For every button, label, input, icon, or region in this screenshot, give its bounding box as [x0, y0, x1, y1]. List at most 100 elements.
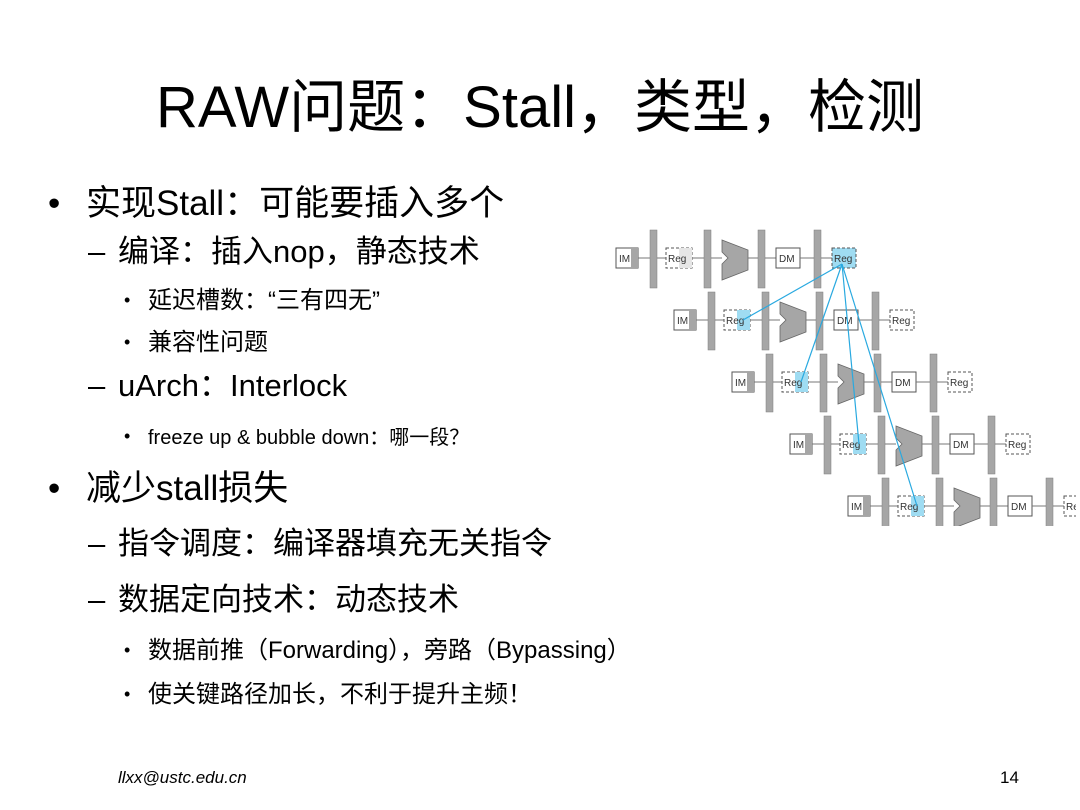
alu-shape [837, 363, 865, 405]
alu-shape [721, 239, 749, 281]
bullet-marker: • [124, 684, 131, 704]
im-label: IM [677, 316, 688, 327]
reg-label: Reg [900, 502, 918, 513]
reg-writeback-box [1063, 495, 1076, 517]
bullet-1-2-1: • freeze up & bubble down：哪一段？ [124, 422, 469, 452]
dependency-line [841, 263, 918, 507]
reg-read-half [679, 248, 692, 268]
pipeline-register-bar [761, 291, 770, 351]
pipeline-register-bar [815, 291, 824, 351]
im-label: IM [851, 502, 862, 513]
bullet-text: uArch：Interlock [118, 368, 348, 403]
reg-writeback-box [1005, 433, 1031, 455]
im-shade [863, 496, 870, 516]
pipeline-register-bar [873, 353, 882, 413]
bullet-text: 指令调度：编译器填充无关指令 [118, 526, 552, 561]
reg-writeback-label: Reg [1066, 502, 1076, 513]
pipeline-register-bar [765, 353, 774, 413]
dm-label: DM [953, 440, 969, 451]
bullet-text: 数据前推（Forwarding），旁路（Bypassing） [148, 637, 631, 664]
bullet-text: 实现Stall：可能要插入多个 [86, 184, 505, 223]
alu-shape [779, 301, 807, 343]
reg-label: Reg [668, 254, 686, 265]
pipeline-register-bar [707, 291, 716, 351]
bullet-1-1-2: • 兼容性问题 [124, 326, 268, 359]
pipeline-register-bar [1045, 477, 1054, 526]
page-number: 14 [1000, 768, 1019, 787]
bullet-text: freeze up & bubble down：哪一段？ [148, 427, 470, 449]
pipeline-register-bar [813, 229, 822, 289]
bullet-2-1: –指令调度：编译器填充无关指令 [88, 524, 552, 564]
bullet-marker: • [124, 290, 131, 310]
dependency-line [841, 263, 860, 445]
im-label: IM [619, 254, 630, 265]
im-label: IM [735, 378, 746, 389]
bullet-2-2-2: • 使关键路径加长，不利于提升主频！ [124, 678, 532, 711]
im-label: IM [793, 440, 804, 451]
bullet-1-1-1: • 延迟槽数：“三有四无” [124, 284, 380, 317]
bullet-marker: – [88, 234, 106, 269]
reg-writeback-box [947, 371, 973, 393]
bullet-text: 使关键路径加长，不利于提升主频！ [148, 681, 532, 708]
reg-read-half [911, 496, 924, 516]
reg-label: Reg [842, 440, 860, 451]
pipeline-register-bar [757, 229, 766, 289]
slide-title: RAW问题：Stall，类型，检测 [156, 75, 924, 140]
pipeline-register-bar [989, 477, 998, 526]
bullet-text: 数据定向技术：动态技术 [118, 582, 459, 617]
pipeline-register-bar [931, 415, 940, 475]
alu-shape [953, 487, 981, 526]
bullet-marker: • [124, 640, 131, 660]
reg-writeback-label: Reg [1008, 440, 1026, 451]
im-shade [689, 310, 696, 330]
im-shade [631, 248, 638, 268]
bullet-2-2: –数据定向技术：动态技术 [88, 580, 459, 620]
dependency-line [742, 263, 843, 321]
bullet-text: 兼容性问题 [148, 329, 268, 356]
dm-label: DM [837, 316, 853, 327]
im-shade [805, 434, 812, 454]
reg-writeback-label: Reg [834, 254, 852, 265]
bullet-marker: – [88, 368, 106, 403]
pipeline-register-bar [649, 229, 658, 289]
pipeline-register-bar [877, 415, 886, 475]
bullet-marker: • [48, 469, 61, 508]
pipeline-register-bar [703, 229, 712, 289]
reg-writeback-label: Reg [892, 316, 910, 327]
pipeline-register-bar [987, 415, 996, 475]
bullet-text: 编译：插入nop，静态技术 [118, 234, 480, 269]
bullet-1-2: –uArch：Interlock [88, 366, 347, 406]
im-shade [747, 372, 754, 392]
bullet-2-2-1: • 数据前推（Forwarding），旁路（Bypassing） [124, 634, 631, 667]
dm-label: DM [895, 378, 911, 389]
reg-read-half [853, 434, 866, 454]
dm-label: DM [779, 254, 795, 265]
bullet-marker: – [88, 526, 106, 561]
footer-email: llxx@ustc.edu.cn [118, 768, 247, 787]
bullet-marker: – [88, 582, 106, 617]
bullet-marker: • [124, 426, 131, 446]
pipeline-register-bar [823, 415, 832, 475]
bullet-text: 延迟槽数：“三有四无” [148, 287, 380, 314]
pipeline-register-bar [819, 353, 828, 413]
alu-shape [895, 425, 923, 467]
pipeline-register-bar [871, 291, 880, 351]
reg-writeback-box [831, 247, 857, 269]
pipeline-register-bar [929, 353, 938, 413]
reg-writeback-box [889, 309, 915, 331]
bullet-marker: • [48, 184, 61, 223]
reg-label: Reg [784, 378, 802, 389]
bullet-marker: • [124, 332, 131, 352]
reg-writeback-label: Reg [950, 378, 968, 389]
bullet-1: • 实现Stall：可能要插入多个 [48, 182, 504, 226]
reg-label: Reg [726, 316, 744, 327]
bullet-2: • 减少stall损失 [48, 467, 288, 511]
dependency-line [800, 263, 843, 383]
pipeline-register-bar [881, 477, 890, 526]
dm-label: DM [1011, 502, 1027, 513]
bullet-1-1: –编译：插入nop，静态技术 [88, 232, 480, 272]
pipeline-register-bar [935, 477, 944, 526]
bullet-text: 减少stall损失 [86, 469, 289, 508]
